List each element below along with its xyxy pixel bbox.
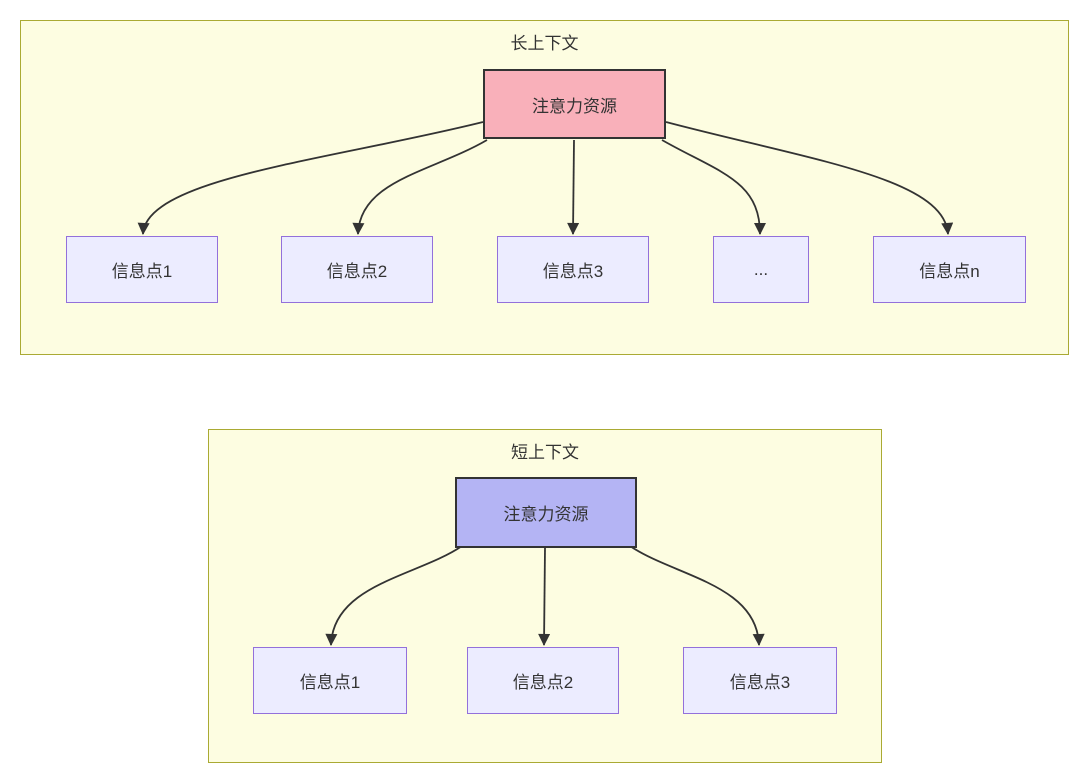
long-info-point-n: 信息点n (873, 236, 1026, 303)
short-attention-resource-node: 注意力资源 (455, 477, 637, 548)
long-context-title: 长上下文 (510, 34, 579, 53)
long-info-point-2: 信息点2 (281, 236, 433, 303)
long-info-point-1: 信息点1 (66, 236, 218, 303)
short-info-point-3: 信息点3 (683, 647, 837, 714)
short-info-point-2: 信息点2 (467, 647, 619, 714)
long-info-point-ellipsis: ... (713, 236, 809, 303)
long-info-point-3: 信息点3 (497, 236, 649, 303)
short-info-point-1: 信息点1 (253, 647, 407, 714)
short-context-title: 短上下文 (511, 443, 579, 462)
long-attention-resource-node: 注意力资源 (483, 69, 666, 139)
